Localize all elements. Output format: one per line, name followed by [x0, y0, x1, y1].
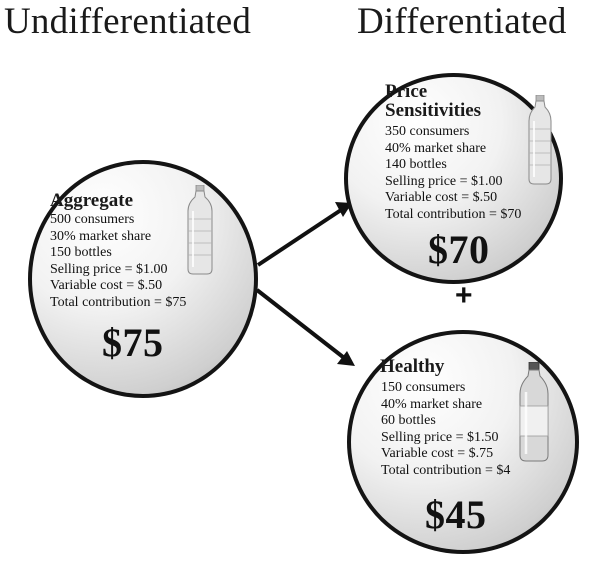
segment-circle-aggregate [28, 160, 258, 398]
segment-lines-healthy: 150 consumers 40% market share 60 bottle… [381, 380, 510, 479]
segment-title-healthy: Healthy [380, 356, 445, 377]
aggregate-line: 150 bottles [50, 245, 112, 260]
arrow-to-healthy [255, 288, 345, 359]
heading-differentiated: Differentiated [357, 1, 567, 42]
segment-value-price-sensitivities: $70 [428, 227, 490, 272]
segment-title-price-line1: Price [385, 81, 428, 102]
healthy-line: Variable cost = $.75 [381, 446, 494, 461]
price-line: 350 consumers [385, 124, 470, 139]
healthy-line: 60 bottles [381, 413, 436, 428]
heading-undifferentiated: Undifferentiated [4, 1, 252, 42]
segment-circle-price-sensitivities [344, 73, 563, 284]
price-line: Selling price = $1.00 [385, 173, 503, 189]
healthy-line: 40% market share [381, 396, 483, 412]
segment-title-price-line2: Sensitivities [385, 100, 482, 121]
segment-lines-aggregate: 500 consumers 30% market share 150 bottl… [50, 212, 186, 311]
aggregate-line: 500 consumers [50, 212, 135, 227]
aggregate-line: Total contribution = $75 [50, 294, 187, 310]
arrow-to-price-sensitivities [256, 208, 343, 267]
aggregate-line: Selling price = $1.00 [50, 261, 168, 277]
arrow-head-bottom-icon [337, 351, 355, 366]
price-line: Total contribution = $70 [385, 206, 522, 222]
segment-lines-price-sensitivities: 350 consumers 40% market share 140 bottl… [385, 124, 521, 223]
segment-value-healthy: $45 [425, 492, 487, 537]
price-line: Variable cost = $.50 [385, 190, 498, 205]
water-bottle-icon [528, 95, 552, 185]
segment-title-aggregate: Aggregate [50, 190, 134, 211]
aggregate-line: 30% market share [50, 228, 152, 244]
segment-value-aggregate: $75 [102, 320, 164, 365]
plus-sign: + [455, 279, 473, 312]
healthy-line: Total contribution = $4 [381, 462, 511, 478]
healthy-line: 150 consumers [381, 380, 466, 395]
aggregate-line: Variable cost = $.50 [50, 278, 163, 293]
water-bottle-icon [187, 185, 213, 275]
price-line: 40% market share [385, 140, 487, 156]
water-bottle-icon [519, 362, 549, 462]
healthy-line: Selling price = $1.50 [381, 429, 499, 445]
price-line: 140 bottles [385, 157, 447, 172]
